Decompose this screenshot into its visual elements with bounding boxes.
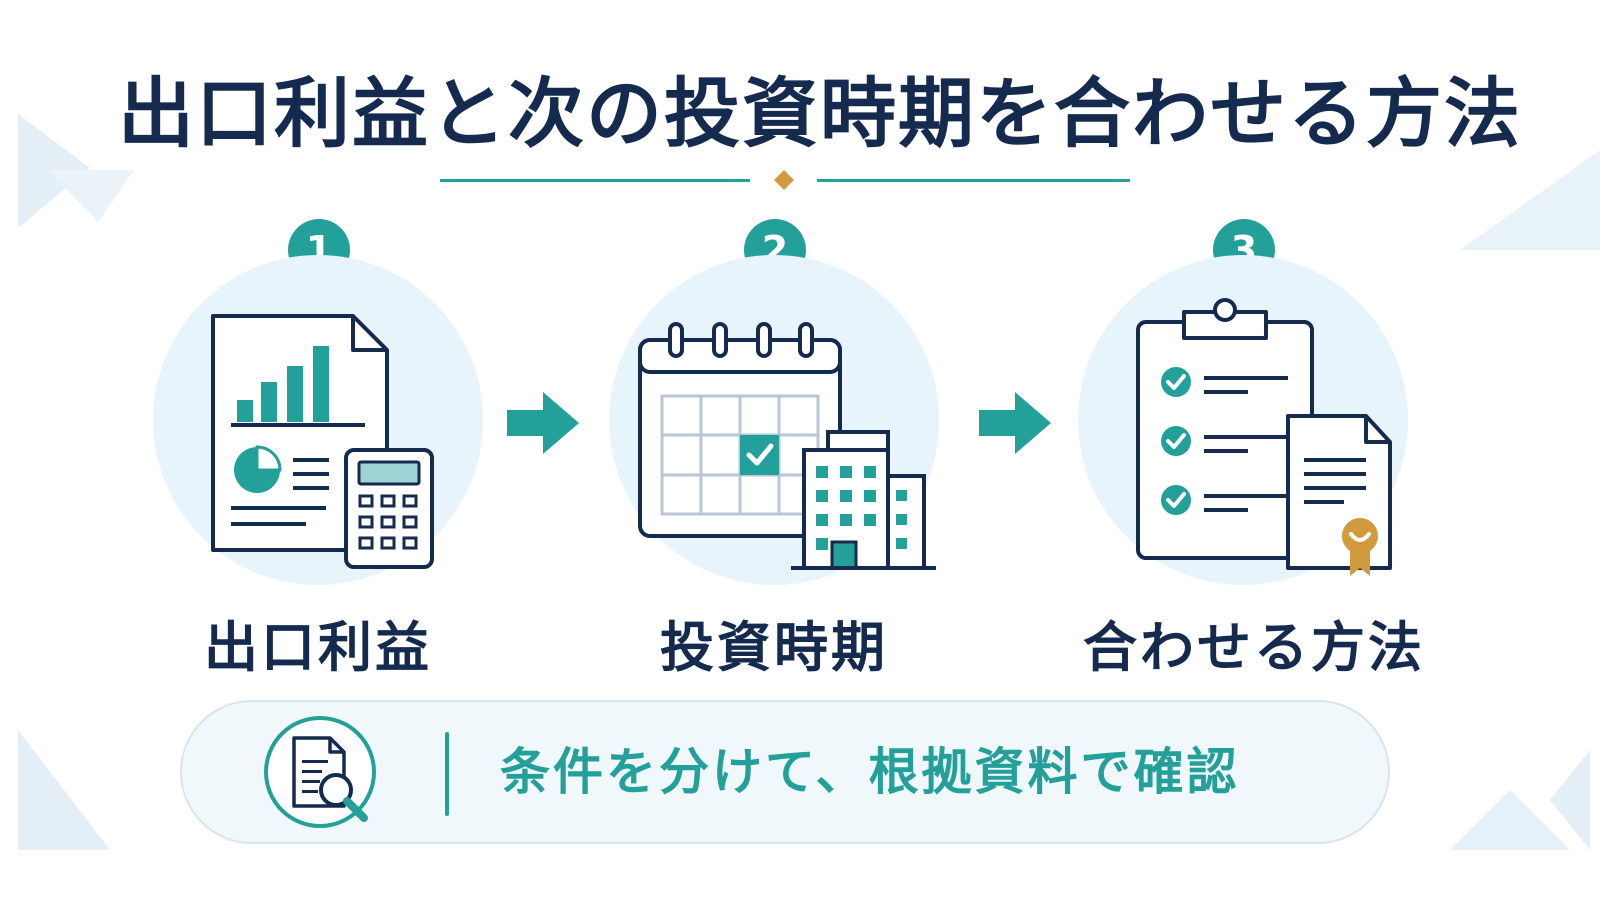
- financial-report-calculator-icon: [211, 314, 434, 569]
- calendar-building-icon: [638, 322, 936, 570]
- step-1-label: 出口利益: [204, 616, 432, 679]
- tip-text: 条件を分けて、根拠資料で確認: [500, 743, 1240, 801]
- corner-decoration-right-upper: [1460, 150, 1600, 250]
- page-title: 出口利益と次の投資時期を合わせる方法: [118, 69, 1522, 158]
- step-2-label: 投資時期: [660, 616, 888, 679]
- flow-arrow-right-icon: [979, 392, 1051, 454]
- corner-decoration-bottom-right: [1450, 750, 1590, 850]
- tip-box: 条件を分けて、根拠資料で確認: [180, 700, 1390, 844]
- divider-diamond-icon: [774, 170, 794, 190]
- flow-arrow-right-icon: [507, 392, 579, 454]
- title-divider: [440, 170, 1130, 190]
- step-3-label: 合わせる方法: [1083, 616, 1425, 679]
- document-magnifier-icon: [264, 716, 376, 828]
- checklist-certificate-icon: [1136, 298, 1392, 576]
- tip-separator: [445, 732, 449, 816]
- corner-decoration-top-left: [18, 114, 134, 228]
- corner-decoration-bottom-left: [18, 730, 110, 850]
